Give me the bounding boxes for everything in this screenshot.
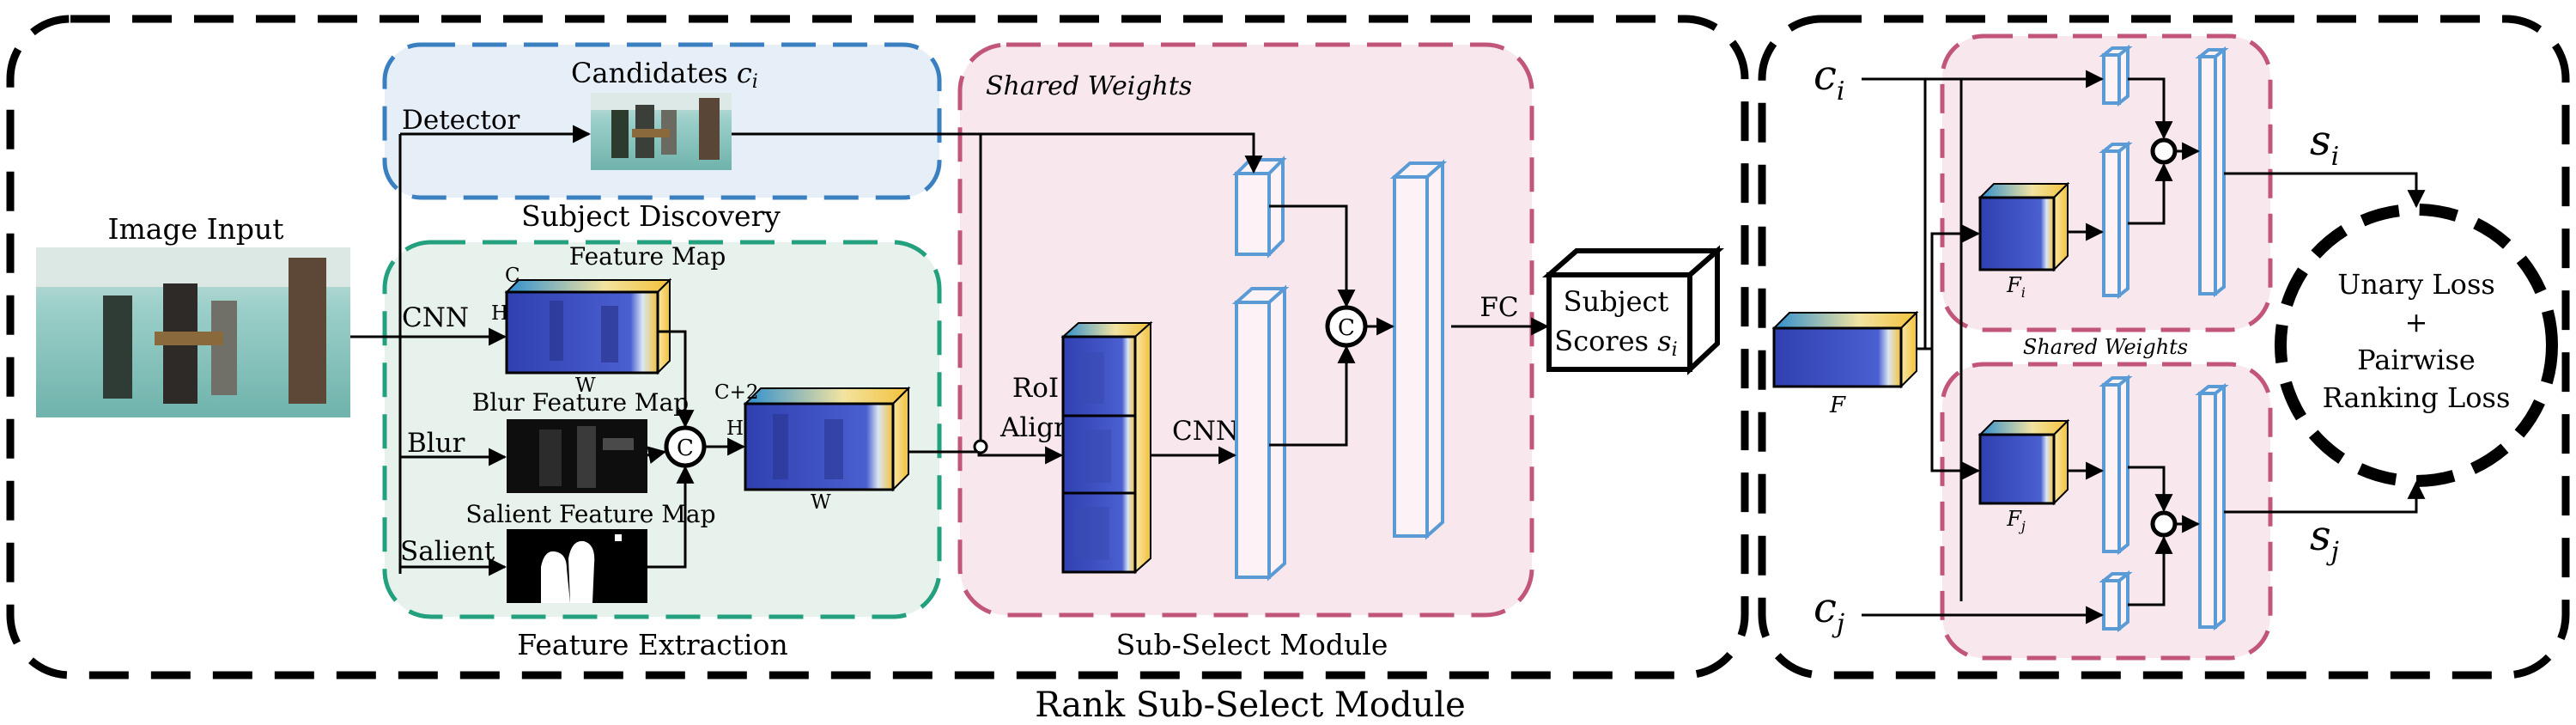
shared-feature-map bbox=[1771, 310, 1919, 389]
feature-map-dim-c: C bbox=[505, 265, 520, 287]
candidates-thumbnail bbox=[591, 93, 732, 170]
feature-map-i bbox=[1978, 181, 2070, 272]
blur-map-label: Blur Feature Map bbox=[472, 388, 689, 417]
feature-map-dim-h: H bbox=[491, 302, 508, 325]
salient-map-thumbnail bbox=[507, 529, 647, 603]
subject-scores-box bbox=[1542, 245, 1724, 375]
rank-module-left-border bbox=[6, 15, 1749, 679]
sub-select-shared-weights: Shared Weights bbox=[986, 71, 1192, 101]
combined-feature-map bbox=[743, 386, 911, 492]
roi-label-line2: Align bbox=[999, 412, 1071, 443]
subject-discovery-title: Subject Discovery bbox=[521, 199, 781, 233]
feature-map bbox=[504, 277, 672, 375]
detector-label: Detector bbox=[402, 105, 519, 136]
image-input-thumbnail bbox=[36, 247, 350, 417]
feature-map-label: Feature Map bbox=[569, 242, 726, 271]
candidates-label: Candidates ci bbox=[571, 57, 758, 93]
feature-map-dim-w: W bbox=[575, 375, 596, 397]
loss-line2: + bbox=[2405, 306, 2428, 338]
sub-select-title: Sub-Select Module bbox=[1116, 628, 1388, 661]
feature-extraction-title: Feature Extraction bbox=[517, 628, 787, 661]
concat-node-subselect: C bbox=[1325, 305, 1368, 348]
si-label: si bbox=[2310, 117, 2339, 172]
roi-feature-stack bbox=[1060, 320, 1153, 575]
cj-label: cj bbox=[1814, 584, 1844, 639]
combined-map-dim-w: W bbox=[811, 491, 831, 514]
sub-select-cnn-label: CNN bbox=[1172, 416, 1239, 447]
fused-feature-column bbox=[1389, 159, 1448, 540]
subject-scores-line2: Scores si bbox=[1554, 325, 1677, 361]
shared-feature-label: F bbox=[1829, 393, 1846, 418]
feature-map-i-label: Fi bbox=[2006, 273, 2026, 301]
salient-branch-label: Salient bbox=[400, 536, 495, 567]
concat-node-i bbox=[2150, 137, 2178, 165]
combined-map-dim-c2: C+2 bbox=[714, 381, 759, 404]
right-panel-connectors bbox=[1862, 70, 2426, 624]
left-panel-connectors bbox=[350, 125, 1550, 576]
salient-map-label: Salient Feature Map bbox=[465, 500, 715, 528]
svg-text:C: C bbox=[1338, 315, 1355, 341]
roi-label-line1: RoI bbox=[1012, 373, 1059, 404]
rank-module-right-border bbox=[1758, 15, 2570, 679]
loss-line1: Unary Loss bbox=[2337, 268, 2495, 301]
image-input-label: Image Input bbox=[107, 212, 283, 246]
loss-line3: Pairwise bbox=[2357, 344, 2476, 376]
loss-line4: Ranking Loss bbox=[2323, 381, 2511, 414]
concat-node-features: C bbox=[664, 425, 707, 468]
blur-branch-label: Blur bbox=[407, 428, 465, 459]
subject-scores-line1: Subject bbox=[1564, 285, 1669, 318]
fc-label: FC bbox=[1479, 292, 1518, 323]
sj-label: sj bbox=[2310, 512, 2339, 567]
rank-module-title: Rank Sub-Select Module bbox=[1035, 685, 1465, 725]
cnn-branch-label: CNN bbox=[402, 302, 469, 333]
branch-i-columns bbox=[2099, 44, 2229, 300]
loss-node bbox=[2275, 204, 2558, 487]
svg-text:C: C bbox=[677, 436, 694, 461]
feature-map-j bbox=[1978, 418, 2070, 506]
ci-label: ci bbox=[1814, 52, 1845, 107]
roi-junction bbox=[973, 439, 988, 454]
blur-map-thumbnail bbox=[507, 419, 647, 493]
rank-shared-weights: Shared Weights bbox=[2023, 335, 2188, 359]
concat-node-j bbox=[2150, 510, 2178, 538]
feature-map-j-label: Fj bbox=[2006, 507, 2026, 534]
combined-map-dim-h: H bbox=[726, 417, 744, 440]
roi-feature-column bbox=[1231, 284, 1290, 582]
